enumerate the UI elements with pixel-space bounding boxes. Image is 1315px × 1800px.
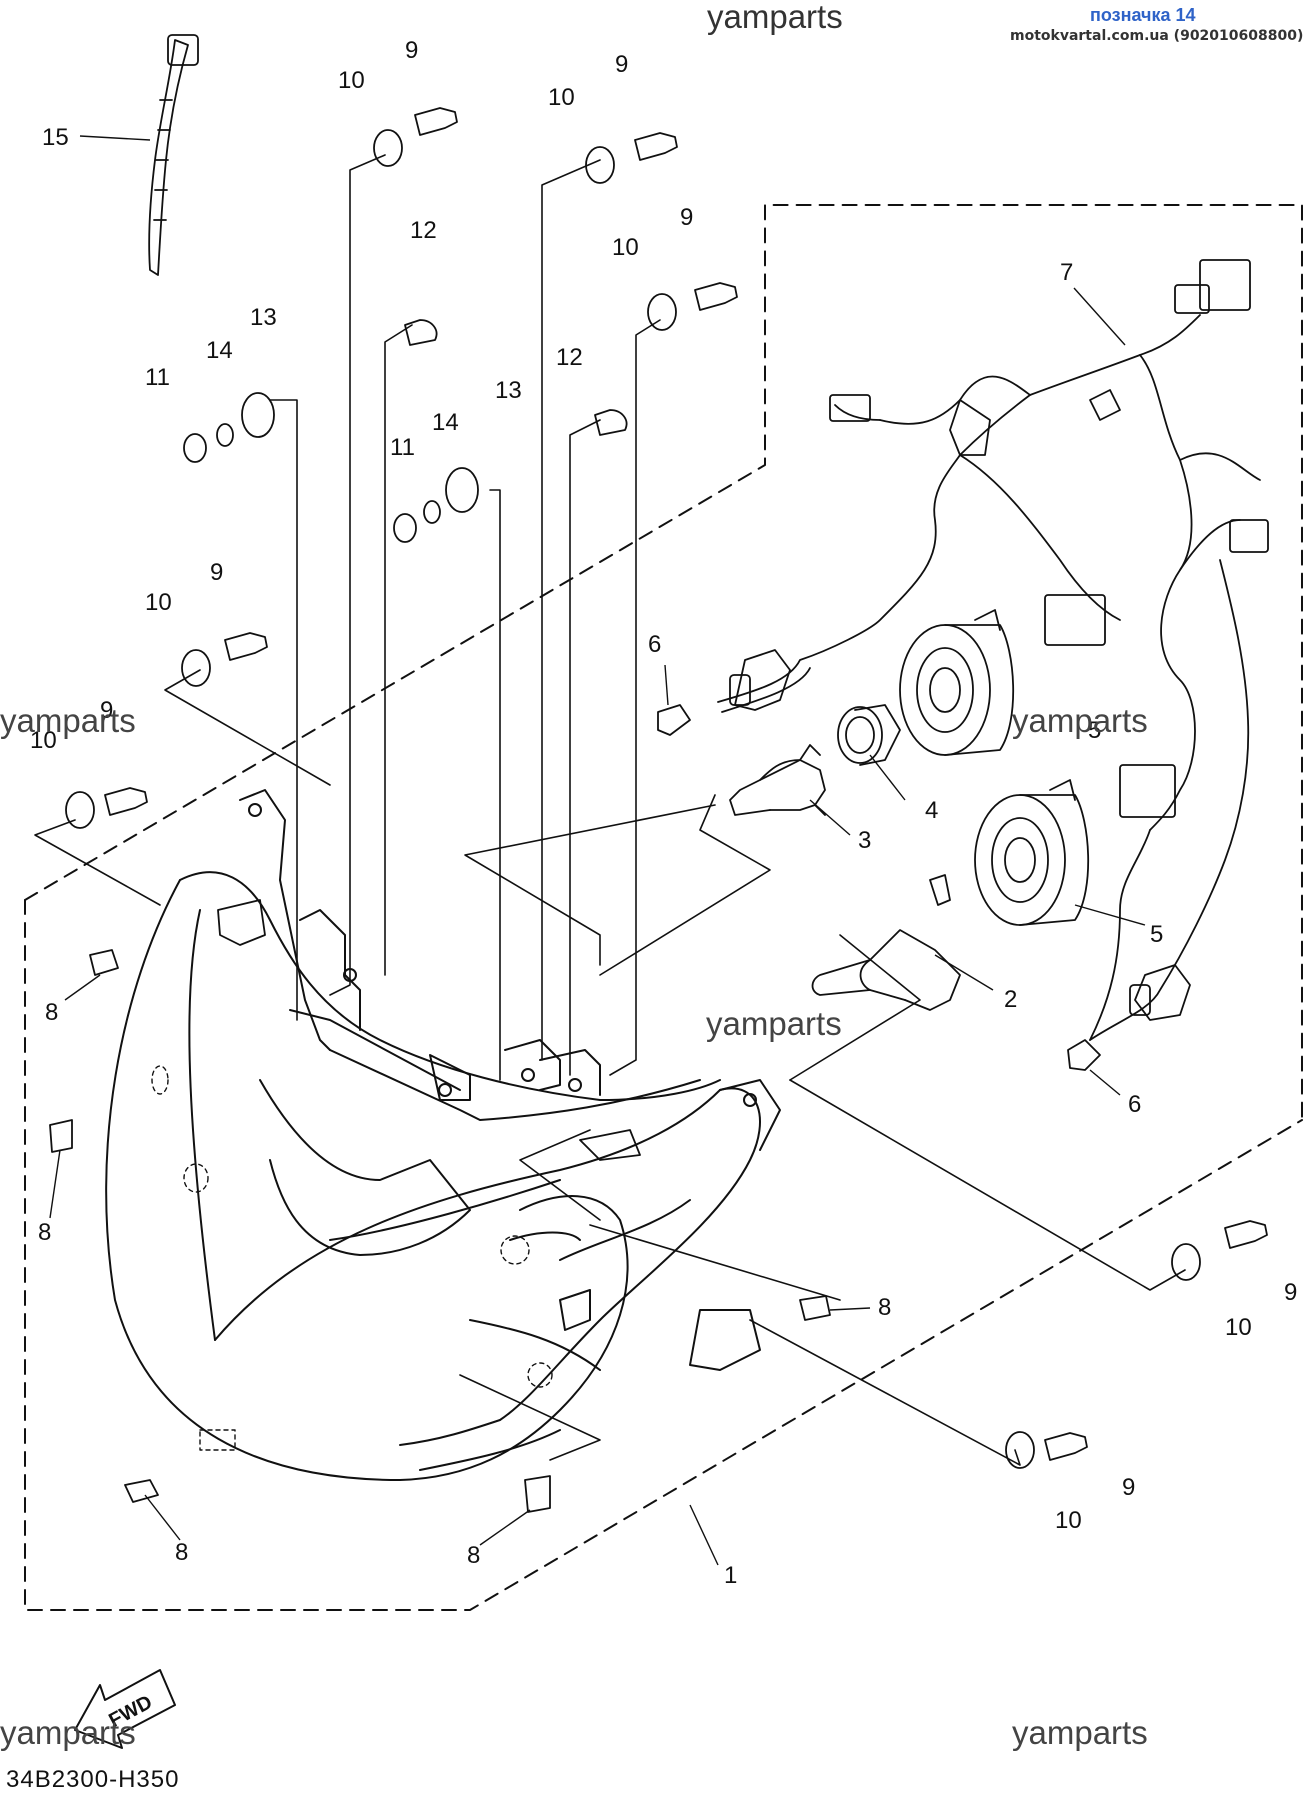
callout-1: 1 <box>724 1562 737 1589</box>
cover-5-upper <box>899 609 1015 756</box>
callout-10: 10 <box>338 67 365 94</box>
wire-harness <box>717 259 1269 1041</box>
callout-14-b: 14 <box>432 409 459 436</box>
mounting-bracket <box>239 789 757 1121</box>
callout-5-b: 5 <box>1150 921 1163 948</box>
callout-2: 2 <box>1004 986 1017 1013</box>
callout-8-e: 8 <box>467 1542 480 1569</box>
bulb-2 <box>811 874 961 1011</box>
badge-title: позначка 14 <box>1090 5 1196 25</box>
callout-3: 3 <box>858 827 871 854</box>
diagram-code: 34B2300-H350 <box>6 1766 180 1793</box>
callout-8-c: 8 <box>878 1294 891 1321</box>
callout-11: 11 <box>145 364 170 391</box>
fwd-arrow <box>74 1669 176 1749</box>
grommets-12-13-nuts-11-washers-14 <box>183 319 628 543</box>
cover-5-lower <box>974 779 1090 926</box>
callout-8-d: 8 <box>175 1539 188 1566</box>
callout-4: 4 <box>925 797 938 824</box>
callout-13: 13 <box>250 304 277 331</box>
leader-lines <box>34 154 1186 1466</box>
callout-10-b: 10 <box>548 84 575 111</box>
callout-9: 9 <box>405 37 418 64</box>
callout-6-b: 6 <box>1128 1091 1141 1118</box>
callout-8: 8 <box>45 999 58 1026</box>
callout-9-d: 9 <box>210 559 223 586</box>
assembly-boundary-box <box>24 204 1303 1611</box>
callout-5: 5 <box>1088 717 1101 744</box>
collars-10 <box>65 129 1201 1469</box>
callout-10-f: 10 <box>1225 1314 1252 1341</box>
callout-2-b: 2 <box>960 1199 973 1226</box>
callout-9-e: 9 <box>100 697 113 724</box>
callout-12-b: 12 <box>556 344 583 371</box>
rubber-pads <box>49 899 831 1513</box>
badge-site: motokvartal.com.ua (902010608800) <box>1010 28 1304 44</box>
callout-10-c: 10 <box>612 234 639 261</box>
hidden-holes <box>151 1065 553 1451</box>
watermark-top: yamparts <box>707 0 843 35</box>
callout-10-d: 10 <box>145 589 172 616</box>
callout-9-b: 9 <box>615 51 628 78</box>
callout-7: 7 <box>1060 259 1073 286</box>
bulb-6-lower <box>1067 1039 1101 1071</box>
callout-10-e: 10 <box>30 727 57 754</box>
watermark-bottom-right: yamparts <box>1012 1714 1148 1751</box>
callout-11-b: 11 <box>390 434 415 461</box>
watermark-left: yamparts <box>0 702 136 739</box>
callout-10-g: 10 <box>1055 1507 1082 1534</box>
bulb-6-upper <box>657 704 691 736</box>
socket-4 <box>837 704 901 766</box>
callout-13-b: 13 <box>495 377 522 404</box>
callout-9-f: 9 <box>1284 1279 1297 1306</box>
watermark-right: yamparts <box>1012 702 1148 739</box>
callout-9-g: 9 <box>1122 1474 1135 1501</box>
headlight-housing <box>105 871 781 1481</box>
callout-12: 12 <box>410 217 437 244</box>
callout-14: 14 <box>206 337 233 364</box>
callout-8-b: 8 <box>38 1219 51 1246</box>
callout-9-c: 9 <box>680 204 693 231</box>
watermark-middle: yamparts <box>706 1005 842 1042</box>
callout-6: 6 <box>648 631 661 658</box>
watermark-bottom-left: yamparts <box>0 1714 136 1751</box>
callout-8-f: 8 <box>0 0 13 6</box>
screws-9 <box>104 107 1268 1461</box>
bulb-3 <box>729 744 826 816</box>
cable-tie <box>148 34 199 276</box>
callout-15: 15 <box>42 124 69 151</box>
